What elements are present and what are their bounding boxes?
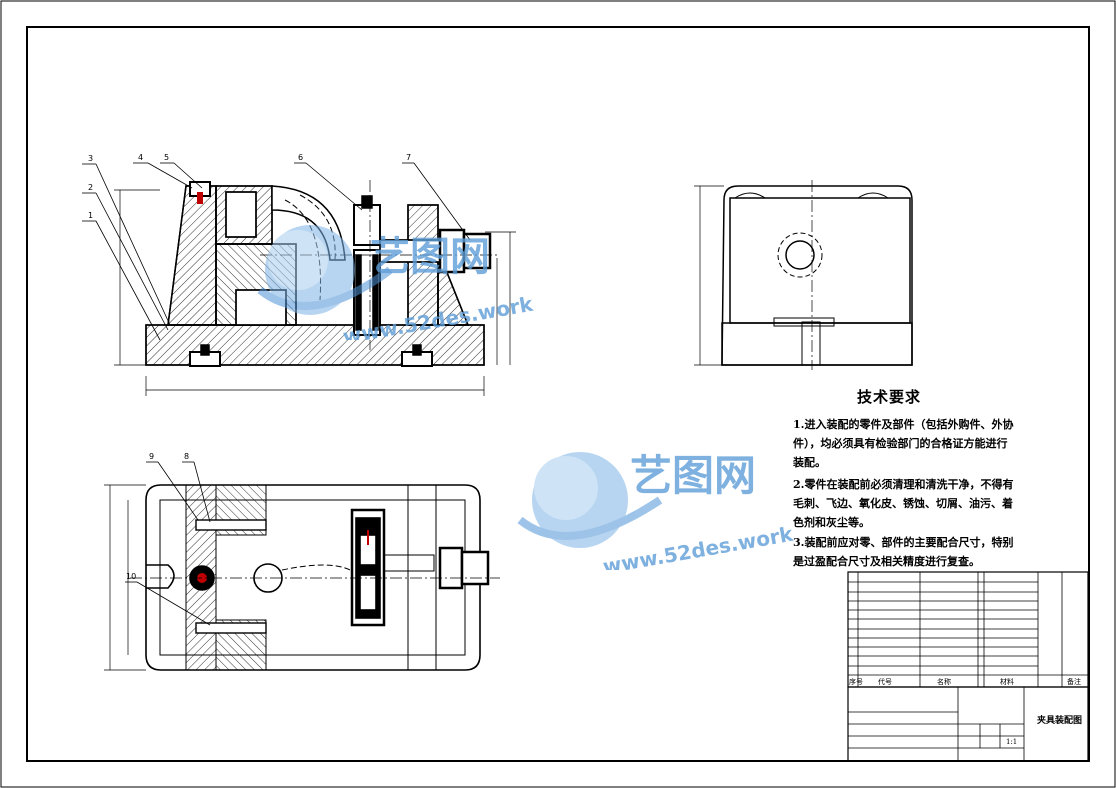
bom-table bbox=[847, 571, 1089, 688]
balloon-1: 1 bbox=[88, 211, 93, 220]
side-view bbox=[694, 180, 913, 370]
drawing-title: 夹具装配图 bbox=[1037, 714, 1082, 726]
plan-balloon-labels: 9 8 10 bbox=[126, 452, 189, 581]
plan-view bbox=[104, 484, 500, 671]
front-view bbox=[114, 180, 516, 396]
balloon-2: 2 bbox=[88, 183, 93, 192]
bom-code-header: 代号 bbox=[878, 677, 892, 686]
balloon-5: 5 bbox=[164, 153, 169, 162]
balloon-7: 7 bbox=[406, 153, 411, 162]
bom-remark-header: 备注 bbox=[1067, 677, 1081, 686]
balloon-3: 3 bbox=[88, 154, 93, 163]
tech-req-line-8: 是过盈配合尺寸及相关精度进行复查。 bbox=[793, 555, 980, 568]
plan-leaders bbox=[125, 461, 211, 626]
bom-material-header: 材料 bbox=[1000, 677, 1014, 686]
title-block bbox=[847, 686, 1089, 762]
tech-req-line-3: 装配。 bbox=[793, 456, 826, 469]
inner-frame bbox=[26, 26, 1090, 762]
tech-req-line-6: 色剂和灰尘等。 bbox=[793, 516, 870, 529]
bom-header-labels: 序号 代号 名称 材料 备注 bbox=[849, 677, 1081, 686]
tech-req-line-7: 3.装配前应对零、部件的主要配合尺寸，特别 bbox=[793, 536, 1014, 549]
front-balloon-labels: 3 4 5 6 7 2 1 bbox=[88, 153, 411, 220]
balloon-8: 8 bbox=[184, 452, 189, 461]
balloon-10: 10 bbox=[126, 572, 136, 581]
tech-requirements-title: 技术要求 bbox=[857, 388, 922, 406]
balloon-4: 4 bbox=[138, 153, 143, 162]
tech-req-line-1: 1.进入装配的零件及部件（包括外购件、外协 bbox=[793, 418, 1014, 431]
title-block-text: 夹具装配图 1:1 bbox=[1006, 714, 1082, 746]
bom-name-header: 名称 bbox=[937, 677, 951, 686]
front-leaders bbox=[82, 162, 471, 341]
drawing-scale: 1:1 bbox=[1006, 738, 1017, 746]
balloon-9: 9 bbox=[149, 452, 154, 461]
balloon-6: 6 bbox=[298, 153, 303, 162]
tech-req-line-5: 毛刺、飞边、氧化皮、锈蚀、切屑、油污、着 bbox=[793, 497, 1013, 510]
bom-seq-header: 序号 bbox=[849, 677, 863, 686]
tech-req-line-4: 2.零件在装配前必须清理和清洗干净，不得有 bbox=[793, 478, 1014, 491]
tech-req-line-2: 件），均必须具有检验部门的合格证方能进行 bbox=[793, 437, 1008, 450]
